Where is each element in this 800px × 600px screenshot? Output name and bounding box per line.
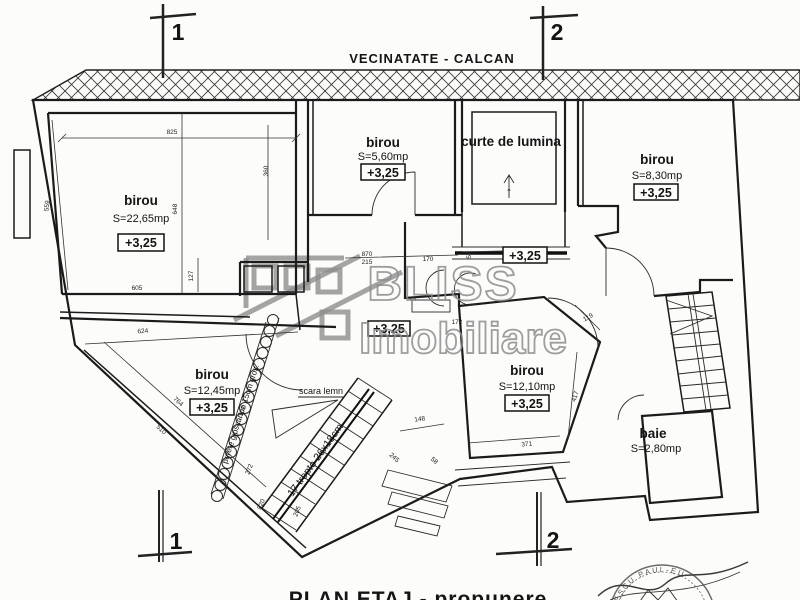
room-level: +3,25 xyxy=(367,166,399,180)
north-arrow xyxy=(503,174,515,198)
dimension-label: 303 xyxy=(237,405,248,418)
hall-level-labels: +3,25 +3,25 xyxy=(367,246,548,337)
room-name: baie xyxy=(639,426,667,441)
room-bathroom-label: baie S=2,80mp xyxy=(631,426,681,455)
room-office-top-label: birou S=5,60mp +3,25 xyxy=(358,135,408,181)
dimension-label: 170 xyxy=(423,256,434,263)
room-area: S=12,10mp xyxy=(499,381,556,393)
dimension-label: 148 xyxy=(414,415,426,423)
dimension-label: 825 xyxy=(167,129,178,136)
dimension-label: 57 xyxy=(466,251,473,259)
level-box xyxy=(117,233,165,252)
staircase-center xyxy=(261,377,393,533)
room-office-left-label: birou S=22,65mp +3,25 xyxy=(113,193,170,252)
section-marker-top-right: 2 xyxy=(529,6,579,80)
dimension-label: 245 xyxy=(388,452,401,465)
plan-title: PLAN ETAJ - propunere xyxy=(289,588,548,600)
dimension-label: 820 xyxy=(256,498,267,511)
stamp: NESCU PAUL-EU xyxy=(597,561,749,600)
level-box xyxy=(504,394,550,412)
level-box xyxy=(189,398,235,416)
hall-level-lower: +3,25 xyxy=(373,322,405,336)
interior-walls xyxy=(46,100,733,549)
room-level: +3,25 xyxy=(196,401,228,415)
door-swings xyxy=(245,171,655,421)
window-bay xyxy=(13,149,31,239)
room-name: birou xyxy=(640,152,674,167)
section-number: 2 xyxy=(551,19,564,45)
dimension-label: 58 xyxy=(429,456,439,466)
watermark-brand: BLISS xyxy=(367,258,518,311)
room-name: birou xyxy=(366,135,400,150)
section-marker-bottom-right: 2 xyxy=(495,492,573,566)
room-area: S=8,30mp xyxy=(632,170,682,182)
room-name: birou xyxy=(510,363,544,378)
neighbor-label: VECINATATE - CALCAN xyxy=(349,51,515,66)
dimension-label: 215 xyxy=(362,259,373,266)
dimension-label: 272 xyxy=(244,463,255,476)
room-name: birou xyxy=(195,367,229,382)
section-marker-bottom-left: 1 xyxy=(137,490,193,562)
watermark-text: BLISS Imobiliare xyxy=(358,257,568,364)
dimension-label: 648 xyxy=(172,203,179,214)
room-area: S=2,80mp xyxy=(631,443,681,455)
partition-gipscarton xyxy=(210,314,280,502)
room-area: S=12,45mp xyxy=(184,385,241,397)
room-office-bottom-right-label: birou S=12,10mp +3,25 xyxy=(499,363,556,412)
dimension-label: 764 xyxy=(172,396,185,409)
dimension-label: 360 xyxy=(263,165,270,176)
room-office-bottom-left-label: birou S=12,45mp +3,25 xyxy=(184,367,241,416)
room-level: +3,25 xyxy=(511,397,543,411)
dimension-label: 119 xyxy=(582,312,595,323)
dimension-lines xyxy=(51,113,601,488)
room-area: S=5,60mp xyxy=(358,151,408,163)
watermark-brand2: Imobiliare xyxy=(359,314,567,363)
dimension-label: 44 xyxy=(409,296,417,303)
party-wall-hatch xyxy=(30,69,800,101)
level-box xyxy=(633,183,679,201)
dimension-label: 127 xyxy=(188,270,195,281)
svg-text:NESCU PAUL-EU: NESCU PAUL-EU xyxy=(610,565,687,600)
section-number: 2 xyxy=(547,527,560,553)
signature xyxy=(597,561,749,597)
room-office-top-right-label: birou S=8,30mp +3,25 xyxy=(632,152,682,201)
hall-level-upper: +3,25 xyxy=(509,249,541,263)
room-level: +3,25 xyxy=(640,186,672,200)
section-number: 1 xyxy=(170,528,183,554)
dimension-label: 205 xyxy=(292,505,303,518)
dimension-label: 605 xyxy=(132,285,143,292)
stair-name-label: scara lemn xyxy=(299,386,343,396)
room-area: S=22,65mp xyxy=(113,213,170,225)
dimension-label: 510 xyxy=(155,424,168,437)
dimension-label: 870 xyxy=(362,251,373,258)
dimension-label: 559 xyxy=(43,200,51,212)
stamp-arc-text: NESCU PAUL-EU xyxy=(610,565,685,600)
room-name: curte de lumina xyxy=(461,134,561,149)
dimension-label: 624 xyxy=(137,328,149,336)
dimension-label: 172 xyxy=(452,319,463,326)
room-light-court-label: curte de lumina ↑ xyxy=(461,134,561,199)
staircase-right xyxy=(665,291,731,413)
room-level: +3,25 xyxy=(125,236,157,250)
dimension-label: 417 xyxy=(571,390,581,403)
section-marker-top-left: 1 xyxy=(149,4,197,78)
section-number: 1 xyxy=(172,19,185,45)
level-box xyxy=(360,163,406,181)
room-name: birou xyxy=(124,193,158,208)
dimension-label: 371 xyxy=(521,440,533,448)
